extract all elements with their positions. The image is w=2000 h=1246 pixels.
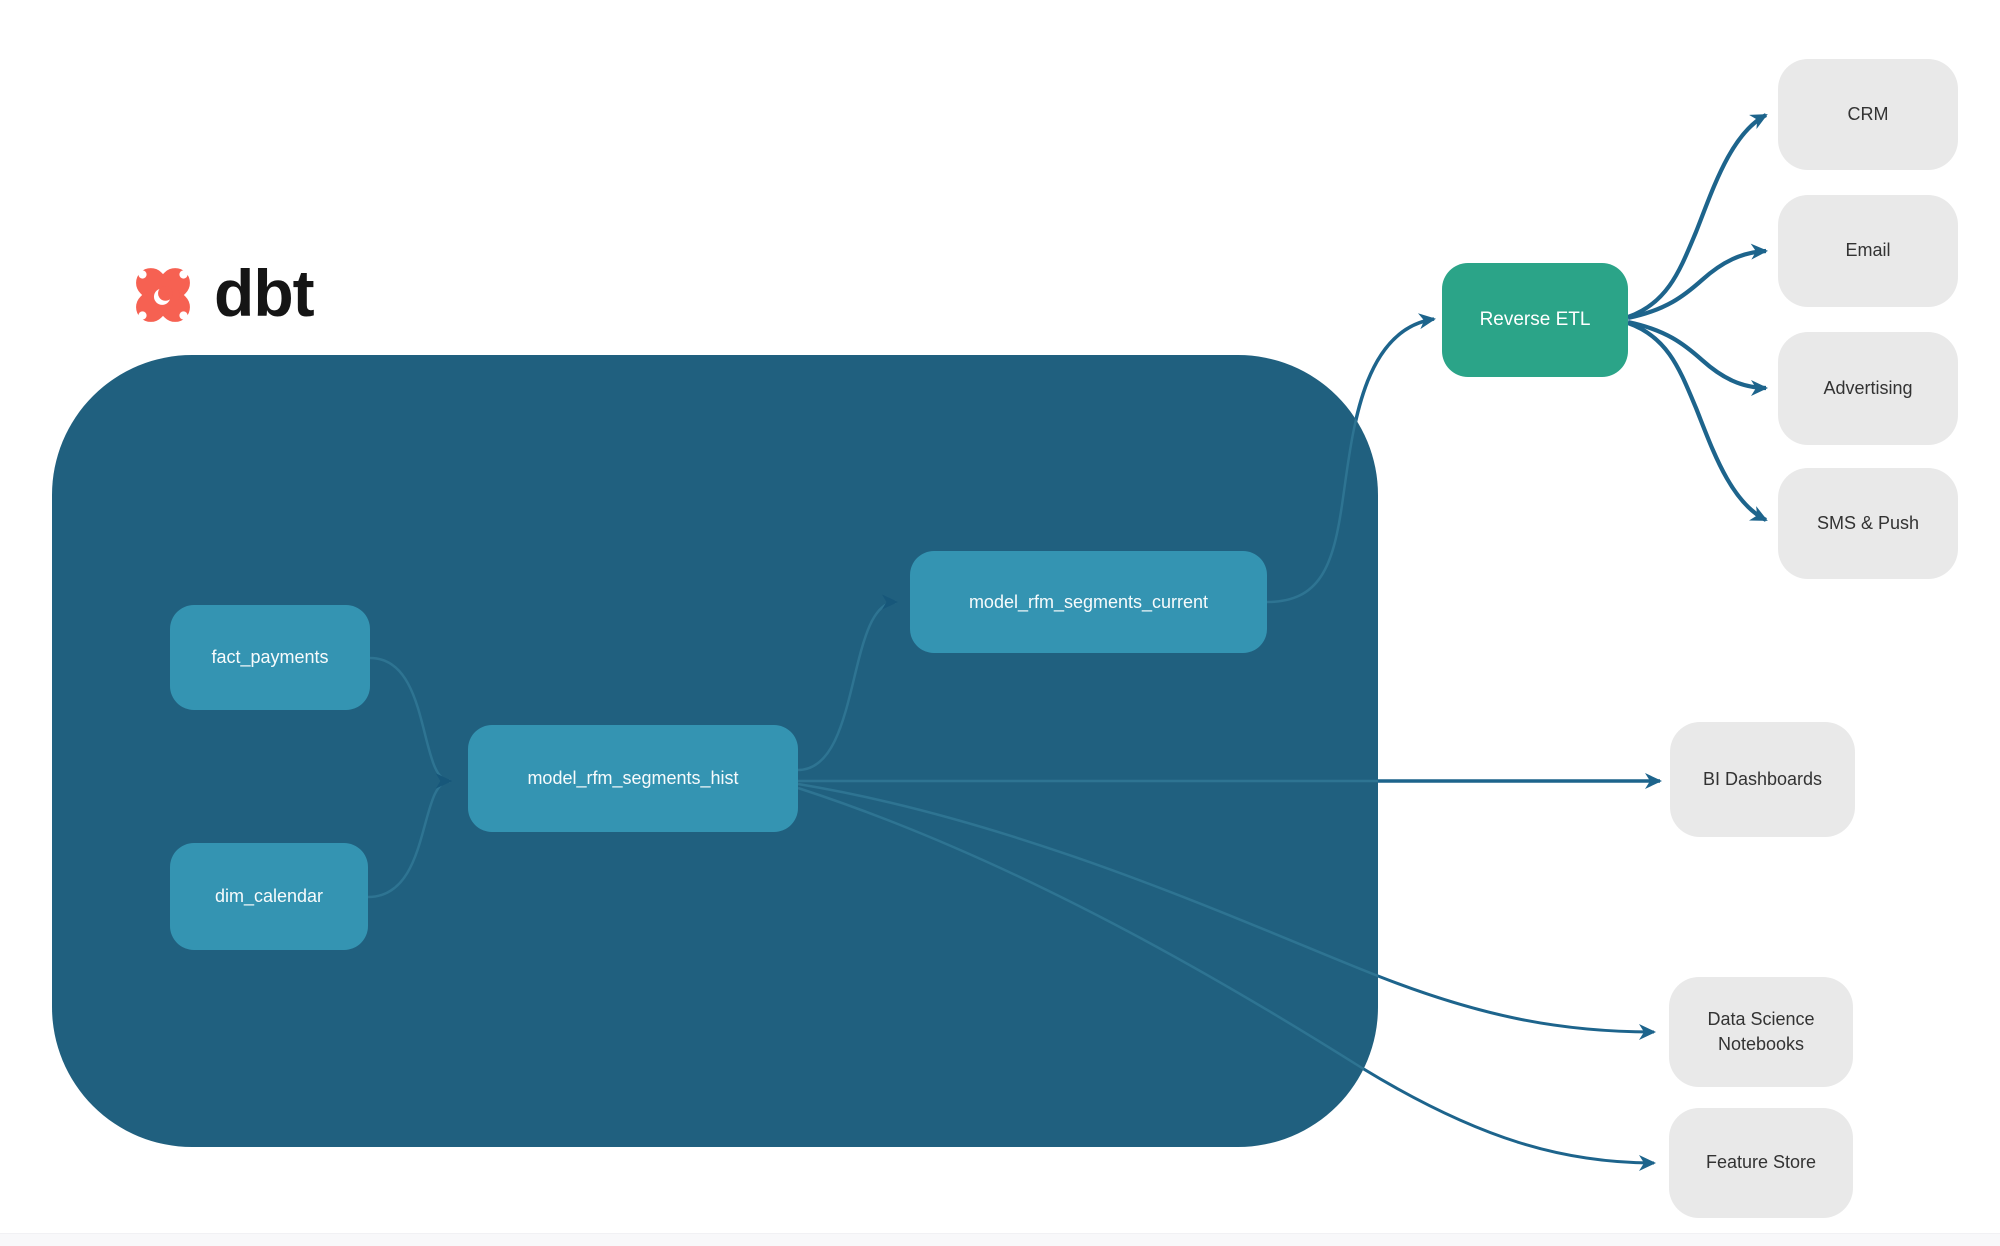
bottom-edge-artifact [0, 1233, 2000, 1246]
node-label: dim_calendar [214, 886, 324, 906]
node-label: Reverse ETL [1479, 309, 1591, 330]
node-label: Feature Store [1705, 1152, 1817, 1173]
node-advertising: Advertising [1778, 332, 1958, 445]
edge-reverse-etl-to-email [1627, 243, 1768, 321]
node-sms-push: SMS & Push [1778, 468, 1958, 579]
node-label: model_rfm_segments_current [968, 591, 1209, 612]
dbt-wordmark: dbt [214, 256, 315, 330]
edge-reverse-etl-to-crm [1627, 113, 1768, 319]
node-model-rfm-segments-current: model_rfm_segments_current [910, 551, 1267, 653]
node-label: Data Science Notebooks [1707, 1008, 1815, 1054]
dbt-logo: dbt [122, 254, 315, 336]
dbt-logo-icon [136, 268, 190, 322]
node-reverse-etl: Reverse ETL [1442, 263, 1628, 377]
node-label: SMS & Push [1816, 512, 1920, 533]
node-crm: CRM [1778, 59, 1958, 170]
node-data-science-notebooks: Data Science Notebooks [1669, 977, 1853, 1087]
node-label: model_rfm_segments_hist [527, 768, 739, 788]
node-label: Advertising [1823, 377, 1913, 398]
node-feature-store: Feature Store [1669, 1108, 1853, 1218]
node-email: Email [1778, 195, 1958, 307]
node-label: CRM [1847, 103, 1889, 124]
node-label: Email [1845, 240, 1891, 261]
node-fact-payments: fact_payments [170, 605, 370, 710]
node-bi-dashboards: BI Dashboards [1670, 722, 1855, 837]
edge-reverse-etl-to-advertising [1627, 319, 1768, 396]
node-label: BI Dashboards [1702, 768, 1823, 789]
node-dim-calendar: dim_calendar [170, 843, 368, 950]
node-label: fact_payments [211, 647, 329, 667]
node-model-rfm-segments-hist: model_rfm_segments_hist [468, 725, 798, 832]
edge-reverse-etl-to-sms-push [1627, 321, 1768, 522]
